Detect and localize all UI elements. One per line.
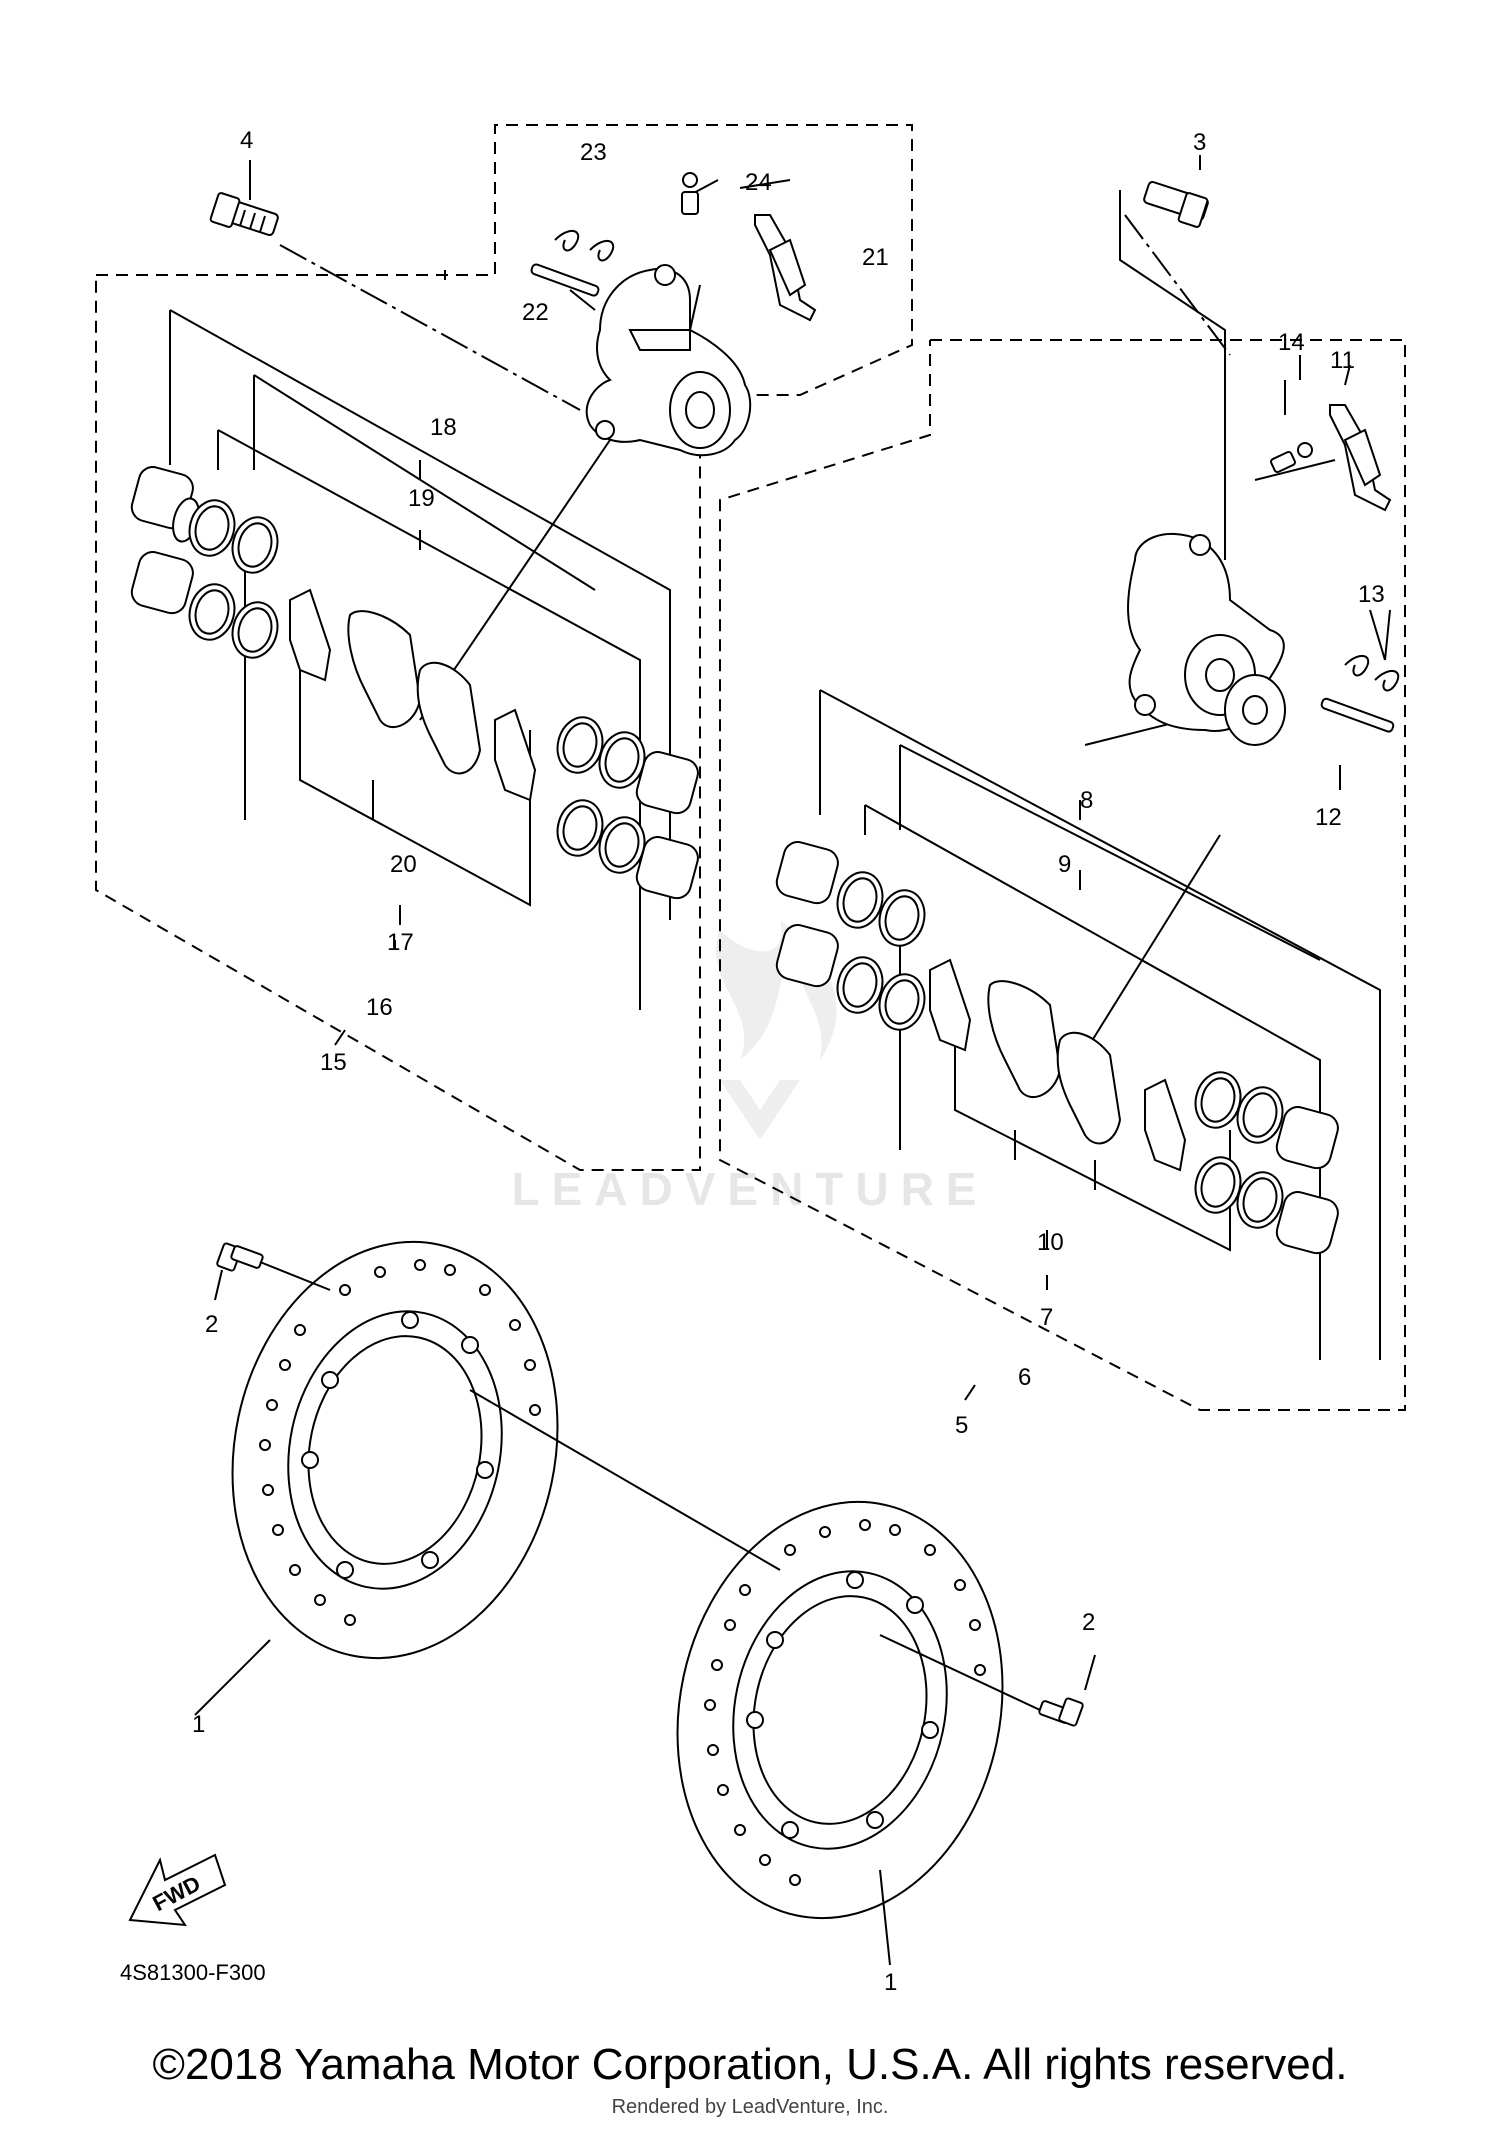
clips-23 <box>554 230 615 262</box>
callout-4: 4 <box>240 127 253 154</box>
callout-1: 1 <box>884 1969 897 1996</box>
diagram-code: 4S81300-F300 <box>120 1960 266 1985</box>
callout-15: 15 <box>320 1049 347 1076</box>
left-pads <box>289 588 537 802</box>
bolt-3 <box>1143 180 1209 228</box>
callout-12: 12 <box>1315 804 1342 831</box>
group-15-boundary <box>95 124 913 1171</box>
pad-spring-11 <box>1329 404 1392 512</box>
bolt-2-right <box>1038 1697 1084 1727</box>
callout-17: 17 <box>387 929 414 956</box>
right-pistons-seals <box>775 841 1339 1255</box>
bleeder-14 <box>1270 442 1313 474</box>
callout-23: 23 <box>580 139 607 166</box>
callout-6: 6 <box>1018 1364 1031 1391</box>
disc-left <box>231 1240 559 1660</box>
callout-18: 18 <box>430 414 457 441</box>
bracket-20 <box>299 620 531 907</box>
group-5-boundary <box>719 339 1406 1411</box>
callout-5: 5 <box>955 1412 968 1439</box>
fwd-arrow-icon: FWD <box>128 1853 227 1927</box>
callout-2: 2 <box>205 1311 218 1338</box>
callout-21: 21 <box>862 244 889 271</box>
callout-16: 16 <box>366 994 393 1021</box>
disc-leaders <box>194 1261 1096 1966</box>
pin-22 <box>530 263 600 297</box>
copyright-notice: ©2018 Yamaha Motor Corporation, U.S.A. A… <box>152 2040 1348 2089</box>
callout-1: 1 <box>192 1711 205 1738</box>
bolt-4 <box>209 192 279 237</box>
callout-20: 20 <box>390 851 417 878</box>
bleeder-24 <box>681 172 699 215</box>
callouts: 1 1 2 2 3 4 5 6 7 8 9 10 11 12 13 14 15 … <box>192 127 1385 1996</box>
callout-7: 7 <box>1040 1304 1053 1331</box>
callout-13: 13 <box>1358 581 1385 608</box>
bolt-2-left <box>216 1242 264 1272</box>
clips-13 <box>1344 655 1400 692</box>
callout-22: 22 <box>522 299 549 326</box>
callout-10: 10 <box>1037 1229 1064 1256</box>
right-pads <box>929 958 1187 1172</box>
callout-8: 8 <box>1080 787 1093 814</box>
pin-12 <box>1320 697 1395 733</box>
right-caliper-body <box>1127 532 1286 746</box>
callout-2: 2 <box>1082 1609 1095 1636</box>
callout-14: 14 <box>1278 329 1305 356</box>
pad-spring-21 <box>754 214 817 322</box>
left-caliper-body <box>585 264 752 457</box>
callout-24: 24 <box>745 169 772 196</box>
callout-19: 19 <box>408 485 435 512</box>
left-pistons-seals <box>130 466 699 900</box>
disc-right <box>676 1500 1004 1920</box>
callout-3: 3 <box>1193 129 1206 156</box>
rendered-by-notice: Rendered by LeadVenture, Inc. <box>611 2096 889 2118</box>
callout-11: 11 <box>1330 347 1355 374</box>
callout-9: 9 <box>1058 851 1071 878</box>
